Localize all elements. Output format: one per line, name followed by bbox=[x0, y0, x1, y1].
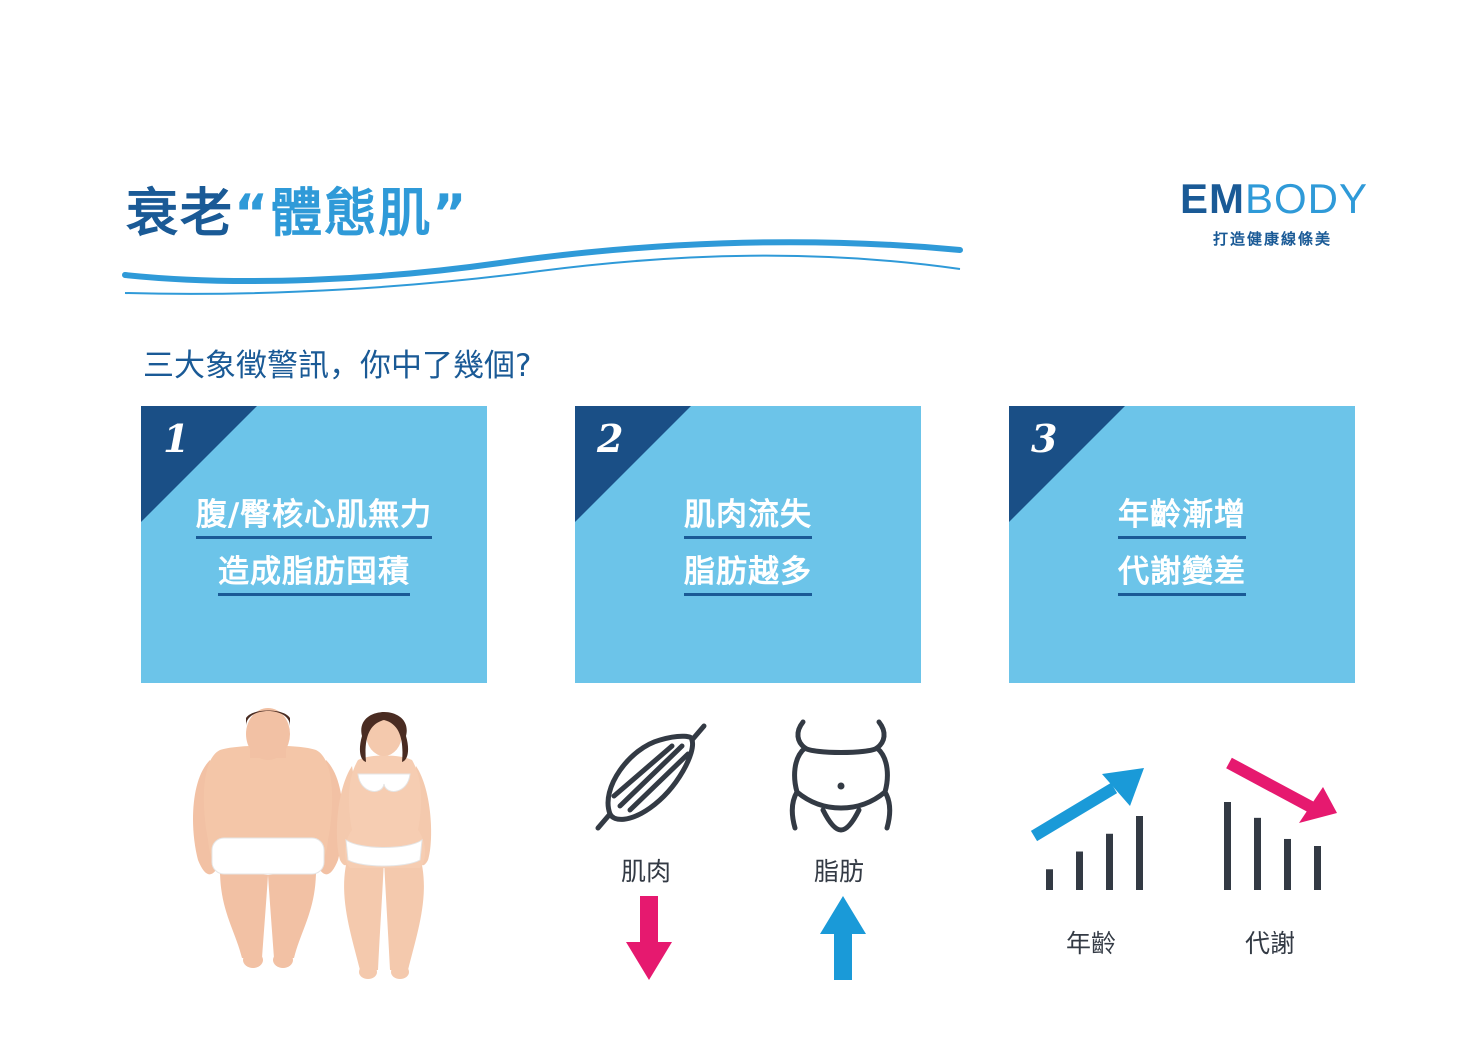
brand-slogan: 打造健康線條美 bbox=[1213, 230, 1333, 248]
navel-mark bbox=[837, 782, 845, 790]
falling-arrow-head bbox=[1299, 787, 1337, 823]
age-bar-1 bbox=[1046, 869, 1053, 890]
brand-logo-body: BODY bbox=[1245, 175, 1369, 222]
falling-arrow-shaft bbox=[1226, 757, 1314, 813]
card-number: 2 bbox=[597, 416, 624, 461]
warning-card-1: 1 腹/臀核心肌無力 造成脂肪囤積 bbox=[141, 406, 487, 683]
overweight-figures-illustration bbox=[193, 708, 432, 979]
overweight-woman-figure bbox=[336, 712, 432, 979]
age-label: 年齡 bbox=[1066, 929, 1117, 958]
muscle-icon bbox=[595, 723, 707, 831]
metabolism-bar-3 bbox=[1284, 838, 1291, 890]
brand-logo: EMBODY bbox=[1180, 178, 1368, 220]
arrow-down-icon bbox=[626, 896, 672, 980]
card-line-2: 脂肪越多 bbox=[684, 554, 812, 596]
card-line-2: 代謝變差 bbox=[1118, 554, 1246, 596]
title-close-quote: ” bbox=[432, 184, 469, 244]
metabolism-bar-2 bbox=[1254, 817, 1261, 890]
metabolism-decrease-chart bbox=[1224, 757, 1337, 890]
warning-card-2: 2 肌肉流失 脂肪越多 bbox=[575, 406, 921, 683]
age-increase-chart bbox=[1030, 768, 1144, 890]
card-line-1: 肌肉流失 bbox=[684, 497, 812, 539]
brand-logo-em: EM bbox=[1180, 175, 1245, 222]
card-line-1: 年齡漸增 bbox=[1118, 497, 1246, 539]
fat-label: 脂肪 bbox=[814, 857, 865, 886]
arrow-up-icon bbox=[820, 896, 866, 980]
belly-icon bbox=[789, 719, 893, 833]
metabolism-bar-1 bbox=[1224, 802, 1231, 890]
title-swoosh-decoration bbox=[122, 239, 963, 295]
card-number: 3 bbox=[1031, 416, 1058, 461]
card-line-2: 造成脂肪囤積 bbox=[218, 554, 410, 596]
card-corner-triangle bbox=[575, 406, 691, 522]
title-open-quote: “ bbox=[234, 184, 271, 244]
card-number: 1 bbox=[163, 416, 190, 461]
age-bar-2 bbox=[1076, 851, 1083, 890]
overweight-man-figure bbox=[193, 708, 343, 968]
age-bar-4 bbox=[1136, 816, 1143, 890]
card-corner-triangle bbox=[1009, 406, 1125, 522]
age-bar-3 bbox=[1106, 833, 1113, 890]
metabolism-label: 代謝 bbox=[1245, 929, 1296, 958]
warning-card-3: 3 年齡漸增 代謝變差 bbox=[1009, 406, 1355, 683]
rising-arrow-shaft bbox=[1030, 782, 1118, 842]
title-accent: 體態肌 bbox=[270, 184, 433, 244]
card-corner-triangle bbox=[141, 406, 257, 522]
subtitle: 三大象徵警訊，你中了幾個? bbox=[143, 348, 532, 384]
title-prefix: 衰老 bbox=[126, 184, 235, 244]
card-line-1: 腹/臀核心肌無力 bbox=[195, 497, 433, 539]
muscle-label: 肌肉 bbox=[621, 857, 672, 886]
page-title: 衰老“體態肌” bbox=[126, 188, 468, 240]
rising-arrow-head bbox=[1102, 768, 1144, 806]
metabolism-bar-4 bbox=[1314, 846, 1321, 890]
metabolism-bars bbox=[1224, 802, 1321, 890]
age-bars bbox=[1046, 816, 1143, 890]
